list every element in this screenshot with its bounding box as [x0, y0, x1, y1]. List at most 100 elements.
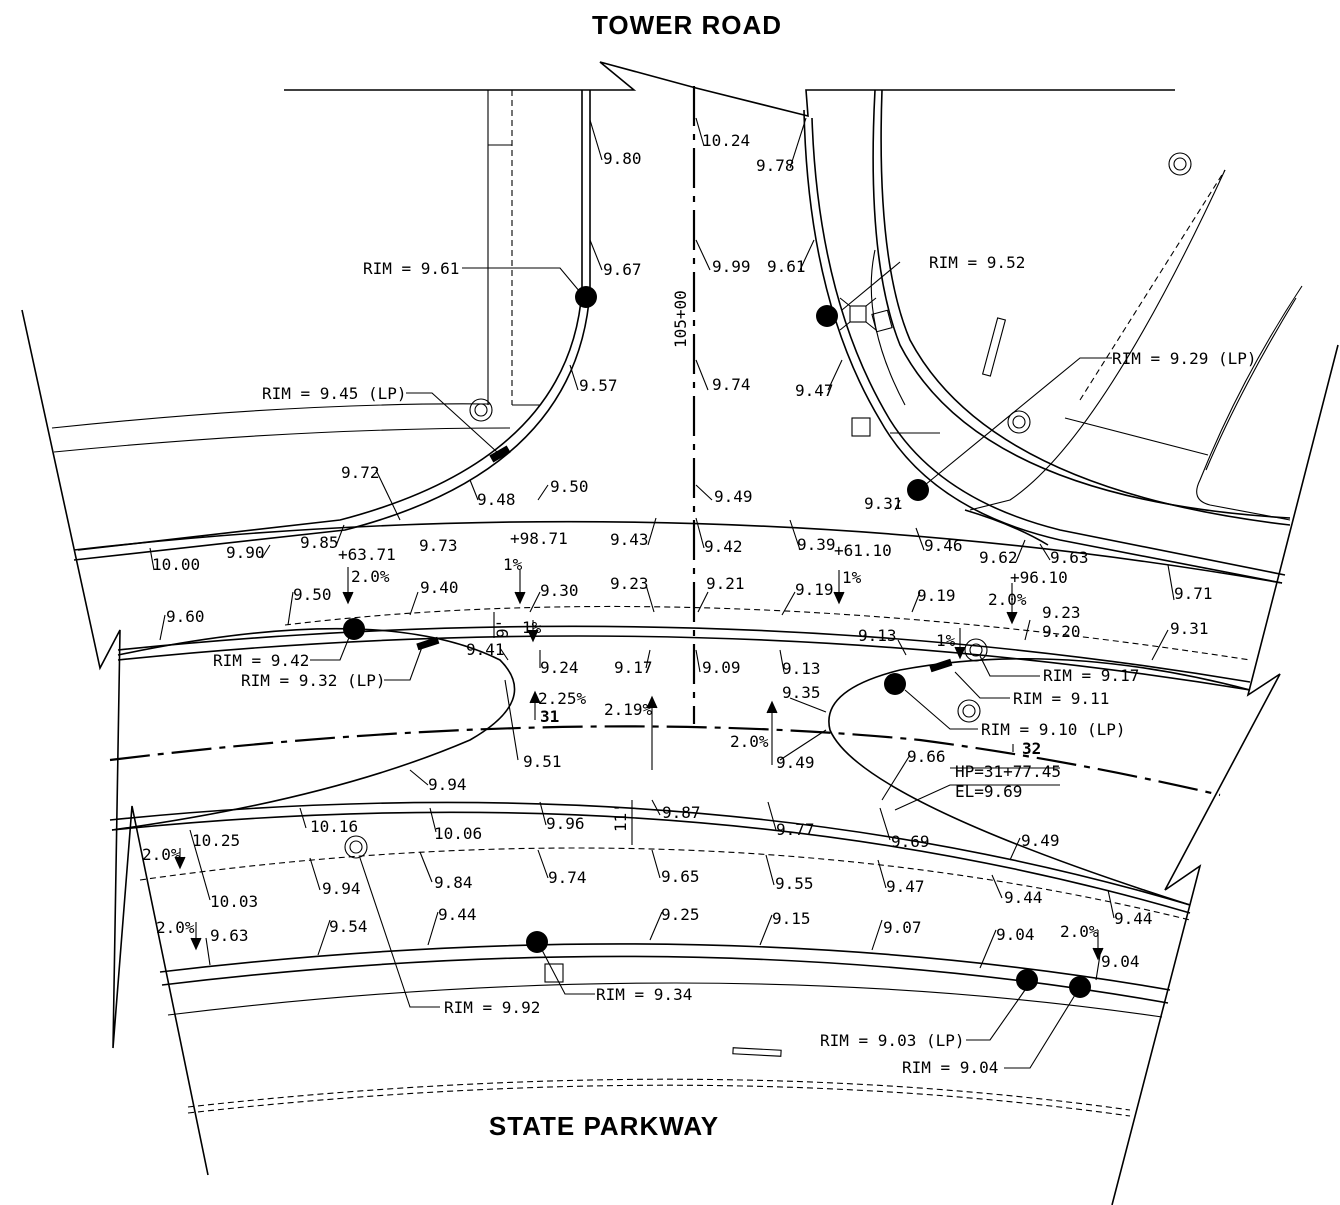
spot-elevation: 9.90	[226, 543, 265, 562]
spot-elevation: 9.48	[477, 490, 516, 509]
spot-elevation: 9.42	[704, 537, 743, 556]
inlet-rim-9-10	[884, 673, 906, 695]
station-32-label: 32	[1022, 739, 1041, 758]
spot-elevation: 9.49	[776, 753, 815, 772]
inlet-rim-9-52	[816, 305, 838, 327]
slope-label: 2.0%	[142, 845, 181, 864]
spot-elevation: 10.25	[192, 831, 240, 850]
hp-elevation-label: EL=9.69	[955, 782, 1022, 801]
spot-elevation: 9.39	[797, 535, 836, 554]
spot-elevation: 9.84	[434, 873, 473, 892]
curb-stations: +63.71 +98.71 +61.10 +96.10	[338, 529, 1068, 587]
rim-label: RIM = 9.61	[363, 259, 459, 278]
spot-elevation: 9.44	[1114, 909, 1153, 928]
spot-elevation: 9.74	[548, 868, 587, 887]
spot-elevation: 9.54	[329, 917, 368, 936]
elevation-leaders	[149, 117, 1175, 981]
spot-elevation: 9.73	[419, 536, 458, 555]
spot-elevation: 9.46	[924, 536, 963, 555]
rim-label: RIM = 9.29 (LP)	[1112, 349, 1257, 368]
spot-elevation: 9.60	[166, 607, 205, 626]
rim-label: RIM = 9.17	[1043, 666, 1139, 685]
spot-elevation: 9.04	[996, 925, 1035, 944]
spot-elevation: 9.51	[523, 752, 562, 771]
spot-elevation: 9.47	[795, 381, 834, 400]
rim-label: RIM = 9.11	[1013, 689, 1109, 708]
spot-elevation: 9.94	[322, 879, 361, 898]
top-match-line	[284, 61, 1175, 118]
spot-elevation: 9.99	[712, 257, 751, 276]
dim-11ft: 11'	[611, 803, 630, 832]
inlet-rim-9-42	[343, 618, 365, 640]
spot-elevation: 9.19	[917, 586, 956, 605]
spot-elevation: 9.85	[300, 533, 339, 552]
rim-label: RIM = 9.42	[213, 651, 309, 670]
left-break-line	[21, 309, 209, 1176]
trench-drain-9-11	[929, 658, 953, 673]
spot-elevation: 9.63	[210, 926, 249, 945]
inlet-rim-9-34	[526, 931, 548, 953]
trench-drain-9-45	[489, 445, 511, 463]
spot-elevation: 9.78	[756, 156, 795, 175]
spot-elevation: 9.44	[1004, 888, 1043, 907]
inlet-rim-9-29	[907, 479, 929, 501]
slope-label: 1%	[522, 618, 542, 637]
slope-label: 1%	[842, 568, 862, 587]
spot-elevation: 10.06	[434, 824, 482, 843]
spot-elevation: 9.50	[293, 585, 332, 604]
spot-elevation: 9.07	[883, 918, 922, 937]
spot-elevation: 10.24	[702, 131, 750, 150]
spot-elevation: 9.62	[979, 548, 1018, 567]
dim-9ft: 9'	[493, 619, 512, 638]
inlet-rim-9-04	[1069, 976, 1091, 998]
spot-elevation: 9.66	[907, 747, 946, 766]
rim-label: RIM = 9.03 (LP)	[820, 1031, 965, 1050]
spot-elevation: 9.72	[341, 463, 380, 482]
spot-elevation: 9.31	[1170, 619, 1209, 638]
spot-elevation: 9.15	[772, 909, 811, 928]
spot-elevation: 10.03	[210, 892, 258, 911]
spot-elevation: 9.13	[782, 659, 821, 678]
spot-elevation: 9.49	[1021, 831, 1060, 850]
rim-label: RIM = 9.34	[596, 985, 692, 1004]
spot-elevation: 9.96	[546, 814, 585, 833]
spot-elevation: 9.04	[1101, 952, 1140, 971]
station-label: +98.71	[510, 529, 568, 548]
slope-label: 2.0%	[988, 590, 1027, 609]
spot-elevation: 9.23	[1042, 603, 1081, 622]
spot-elevation: 9.35	[782, 683, 821, 702]
rim-label: RIM = 9.04	[902, 1058, 998, 1077]
spot-elevation: 9.87	[662, 803, 701, 822]
spot-elevation: 9.47	[886, 877, 925, 896]
spot-elevation: 9.20	[1042, 622, 1081, 641]
label-leaders	[310, 261, 1112, 1069]
spot-elevation: 9.30	[540, 581, 579, 600]
tower-road-title: TOWER ROAD	[592, 10, 782, 40]
rim-label: RIM = 9.32 (LP)	[241, 671, 386, 690]
rim-label: RIM = 9.10 (LP)	[981, 720, 1126, 739]
station-31-label: 31	[540, 707, 559, 726]
trench-drain-9-32	[416, 636, 440, 651]
spot-elevation: 10.00	[152, 555, 200, 574]
spot-elevation: 9.57	[579, 376, 618, 395]
parkway-roadway-lines	[73, 520, 1283, 1117]
tower-road-west-curb	[51, 90, 591, 561]
spot-elevation: 9.74	[712, 375, 751, 394]
tower-road-east-curb	[803, 89, 1303, 584]
slope-labels: 2.0% 1% 1% 2.0% 1% 1% 2.25% 2.19% 2.0% 2…	[142, 555, 1099, 941]
spot-elevation: 9.31	[864, 494, 903, 513]
spot-elevation: 9.55	[775, 874, 814, 893]
slope-label: 2.19%	[604, 700, 653, 719]
slope-arrows	[174, 567, 1104, 961]
rim-label: RIM = 9.92	[444, 998, 540, 1017]
spot-elevation: 9.49	[714, 487, 753, 506]
spot-elevation: 9.61	[767, 257, 806, 276]
slope-label: 2.25%	[538, 689, 587, 708]
slope-label: 2.0%	[156, 918, 195, 937]
structures	[343, 152, 1192, 1057]
spot-elevation: 10.16	[310, 817, 358, 836]
spot-elevation: 9.80	[603, 149, 642, 168]
rim-label: RIM = 9.45 (LP)	[262, 384, 407, 403]
station-label: +61.10	[834, 541, 892, 560]
